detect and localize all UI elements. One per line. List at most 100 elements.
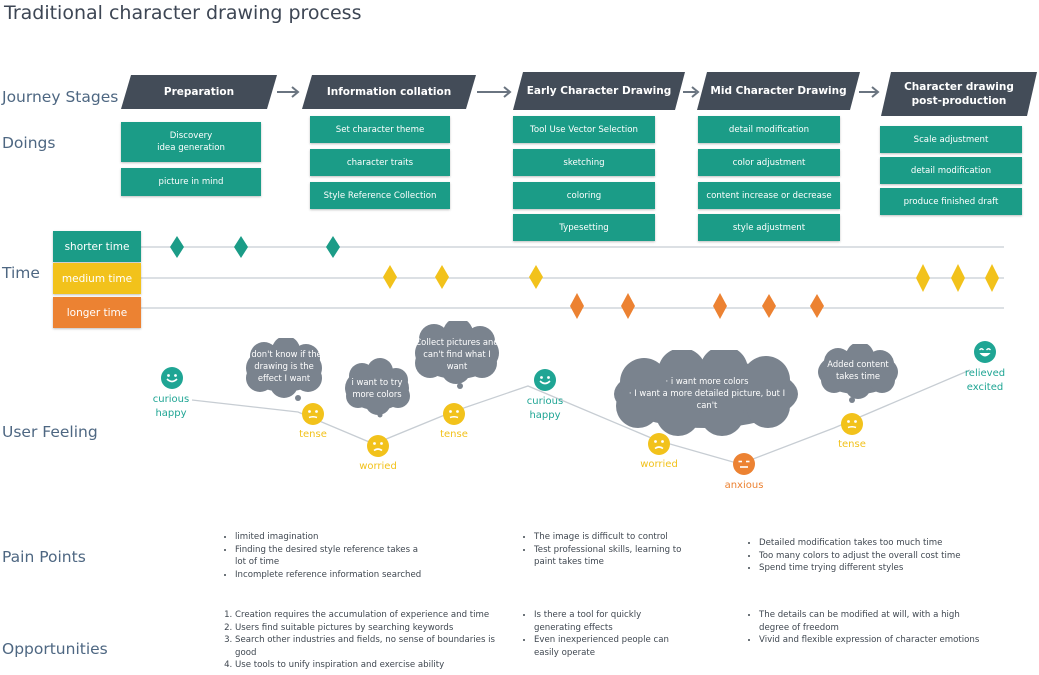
row-label-opportunities: Opportunities — [2, 640, 108, 658]
stage-information-collation: Information collation — [302, 75, 476, 109]
doing-card: detail modification — [698, 116, 840, 143]
doing-card: color adjustment — [698, 149, 840, 176]
feeling-label: tense — [838, 439, 866, 450]
thought-cloud — [818, 344, 898, 403]
diamond-marker-medium — [529, 265, 543, 289]
stage-shape — [513, 72, 685, 110]
stage-label: Preparation — [163, 86, 235, 98]
time-badge-longer: longer time — [53, 297, 141, 328]
feeling-label: worried — [640, 459, 678, 470]
pain-points-col3: Detailed modification takes too much tim… — [746, 537, 986, 575]
doing-card: picture in mind — [121, 168, 261, 196]
diamond-marker-longer — [621, 293, 635, 319]
doing-card: Scale adjustment — [880, 126, 1022, 153]
stage-label: Mid Character Drawing — [710, 85, 847, 97]
pain-points-col2: The image is difficult to control Test p… — [521, 531, 691, 569]
pain-points-col1: limited imagination Finding the desired … — [222, 531, 422, 581]
time-markers — [170, 236, 999, 319]
stage-shape — [697, 72, 860, 110]
pain-point-item: Spend time trying different styles — [759, 562, 986, 575]
feeling-label: anxious — [724, 480, 764, 491]
emotion-curve — [191, 369, 971, 465]
pain-point-item: Test professional skills, learning to pa… — [534, 544, 691, 569]
time-badge-shorter: shorter time — [53, 231, 141, 262]
opportunity-item: Use tools to unify inspiration and exerc… — [235, 659, 508, 672]
diamond-marker-longer — [810, 294, 824, 318]
opportunity-item: Creation requires the accumulation of ex… — [235, 609, 508, 622]
arrow-right-icon — [859, 86, 880, 98]
opportunity-item: Users find suitable pictures by searchin… — [235, 622, 508, 635]
row-label-user-feeling: User Feeling — [2, 423, 98, 441]
thought-cloud — [614, 350, 798, 436]
pain-point-item: Incomplete reference information searche… — [235, 569, 422, 582]
opportunities-col2: Is there a tool for quickly generating e… — [521, 609, 681, 659]
sad-face-icon — [367, 435, 389, 457]
pain-point-item: The image is difficult to control — [534, 531, 691, 544]
stage-shape — [881, 72, 1037, 116]
thought-cloud — [246, 338, 322, 401]
thought-text: i want to try more colors — [351, 377, 403, 399]
opportunity-item: Search other industries and fields, no s… — [235, 634, 508, 659]
page-title: Traditional character drawing process — [4, 2, 362, 24]
doing-card: sketching — [513, 149, 655, 176]
excited-face-icon — [974, 341, 996, 363]
feeling-label: tense — [440, 429, 468, 440]
doing-card: style adjustment — [698, 214, 840, 241]
diamond-marker-medium — [383, 265, 397, 289]
doing-card: coloring — [513, 182, 655, 209]
stage-shape — [302, 75, 476, 109]
diamond-marker-longer — [713, 293, 727, 319]
doing-card: detail modification — [880, 157, 1022, 184]
feeling-label: worried — [359, 461, 397, 472]
thought-text: Collect pictures and can't find what I w… — [415, 337, 499, 371]
doing-card: character traits — [310, 149, 450, 176]
thought-text: Added content takes time — [827, 359, 889, 381]
diamond-marker-shorter — [234, 236, 248, 258]
doing-card: Tool Use Vector Selection — [513, 116, 655, 143]
diamond-marker-shorter — [170, 236, 184, 258]
doing-card: Set character theme — [310, 116, 450, 143]
diamond-marker-medium — [916, 264, 930, 292]
diamond-marker-longer — [570, 293, 584, 319]
neutral-face-icon — [302, 403, 324, 425]
happy-face-icon — [161, 367, 183, 389]
doing-card: content increase or decrease — [698, 182, 840, 209]
stage-preparation: Preparation — [121, 75, 277, 109]
neutral-face-icon — [443, 403, 465, 425]
row-label-journey-stages: Journey Stages — [2, 88, 119, 106]
opportunities-col3: The details can be modified at will, wit… — [746, 609, 986, 647]
diamond-marker-medium — [985, 264, 999, 292]
thought-cloud — [415, 321, 499, 389]
feeling-label: tense — [299, 429, 327, 440]
row-label-doings: Doings — [2, 134, 56, 152]
stage-early-character-drawing: Early Character Drawing — [513, 72, 685, 110]
thought-cloud — [345, 358, 410, 418]
pain-point-item: Finding the desired style reference take… — [235, 544, 422, 569]
doing-card: produce finished draft — [880, 188, 1022, 215]
arrow-right-icon — [477, 86, 512, 98]
neutral-face-icon — [841, 413, 863, 435]
arrow-right-icon — [277, 86, 300, 98]
diamond-marker-medium — [435, 265, 449, 289]
thought-text: I don't know if the drawing is the effec… — [246, 349, 322, 383]
opportunities-col1: Creation requires the accumulation of ex… — [222, 609, 508, 672]
diamond-marker-longer — [762, 294, 776, 318]
pain-point-item: Detailed modification takes too much tim… — [759, 537, 986, 550]
happy-face-icon — [534, 369, 556, 391]
pain-point-item: Too many colors to adjust the overall co… — [759, 550, 986, 563]
stage-character-drawing-post-production: Character drawing post-production — [881, 72, 1037, 116]
opportunity-item: The details can be modified at will, wit… — [759, 609, 986, 634]
row-label-time: Time — [2, 264, 40, 282]
feeling-label: curious happy — [526, 396, 564, 421]
opportunity-item: Even inexperienced people can easily ope… — [534, 634, 681, 659]
stage-label: Information collation — [326, 86, 452, 98]
stage-shape — [121, 75, 277, 109]
opportunity-item: Vivid and flexible expression of charact… — [759, 634, 986, 647]
pain-point-item: limited imagination — [235, 531, 422, 544]
feeling-label: curious happy — [152, 394, 190, 419]
diamond-marker-shorter — [326, 236, 340, 258]
doing-card: Typesetting — [513, 214, 655, 241]
time-badge-medium: medium time — [53, 263, 141, 294]
diamond-marker-medium — [951, 264, 965, 292]
feeling-label: relieved excited — [964, 368, 1006, 393]
